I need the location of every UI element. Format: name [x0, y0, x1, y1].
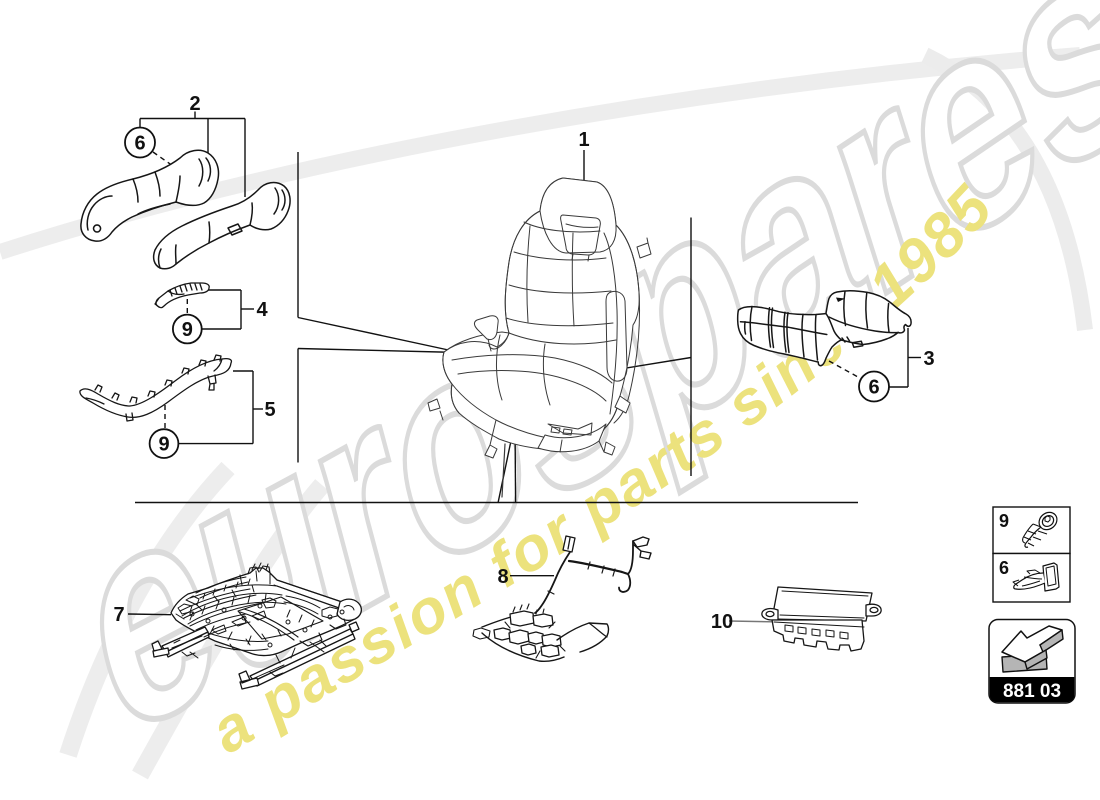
svg-text:9: 9 — [158, 434, 169, 456]
svg-text:3: 3 — [923, 348, 934, 370]
svg-text:9: 9 — [182, 319, 193, 341]
svg-text:8: 8 — [497, 566, 508, 588]
svg-text:6: 6 — [868, 377, 879, 399]
svg-text:10: 10 — [711, 611, 733, 633]
svg-text:881 03: 881 03 — [1003, 681, 1061, 702]
svg-text:1: 1 — [578, 129, 589, 151]
svg-text:6: 6 — [134, 133, 145, 155]
svg-text:9: 9 — [999, 511, 1009, 531]
svg-text:6: 6 — [999, 558, 1009, 578]
svg-text:4: 4 — [256, 299, 268, 321]
svg-text:2: 2 — [189, 93, 200, 115]
svg-text:7: 7 — [113, 604, 124, 626]
svg-text:5: 5 — [264, 399, 275, 421]
